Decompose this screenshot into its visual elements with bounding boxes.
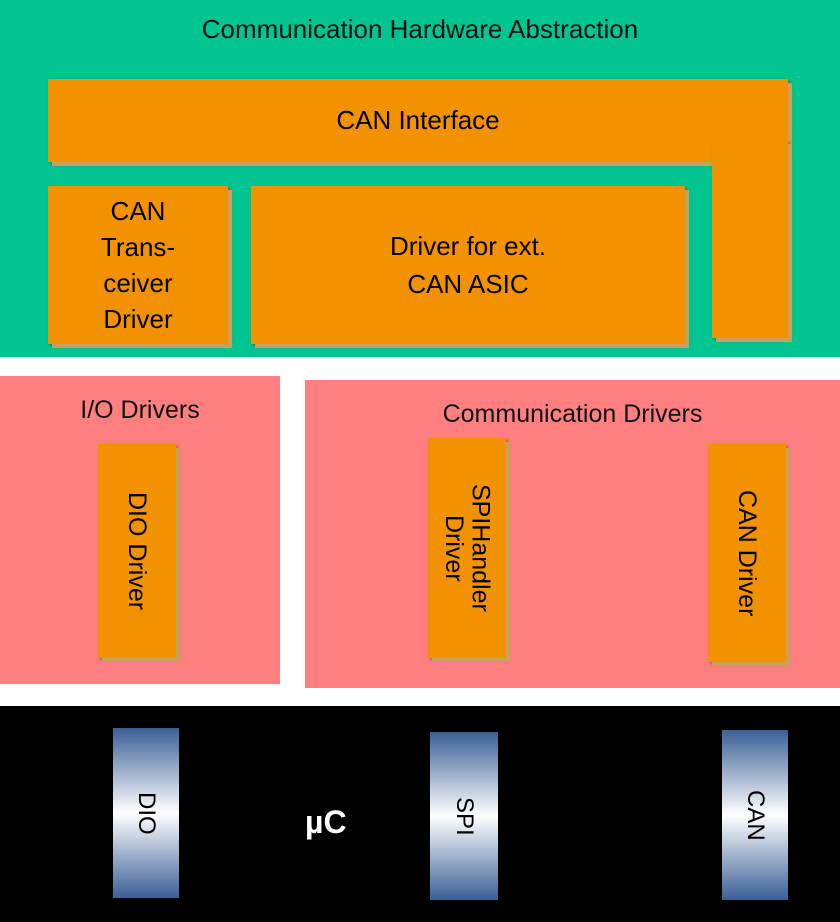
io-drivers-group: I/O Drivers DIO Driver xyxy=(0,376,280,684)
asic-line-2: CAN ASIC xyxy=(407,269,529,299)
can-interface-label: CAN Interface xyxy=(336,105,500,135)
io-drivers-title: I/O Drivers xyxy=(80,396,200,424)
microcontroller-layer: DIO µC SPI CAN xyxy=(0,706,840,922)
asic-line-1: Driver for ext. xyxy=(389,231,547,261)
can-transceiver-driver: CAN Trans- ceiver Driver xyxy=(48,186,228,344)
dio-driver-label: DIO Driver xyxy=(123,491,152,611)
can-driver: CAN Driver xyxy=(708,444,786,662)
hardware-abstraction-title: Communication Hardware Abstraction xyxy=(201,14,639,44)
transceiver-line-3: ceiver xyxy=(103,268,173,298)
spi-peripheral: SPI xyxy=(430,732,498,900)
can-peripheral: CAN xyxy=(722,730,788,900)
can-interface-leg xyxy=(712,140,788,338)
dio-driver: DIO Driver xyxy=(98,444,176,658)
spi-handler-driver: SPIHandler Driver xyxy=(428,438,506,658)
microcontroller-label: µC xyxy=(305,804,347,840)
spi-peripheral-label: SPI xyxy=(451,796,478,836)
ext-can-asic-driver: Driver for ext. CAN ASIC xyxy=(251,186,685,344)
communication-drivers-title: Communication Drivers xyxy=(442,400,703,428)
communication-drivers-group: Communication Drivers SPIHandler Driver … xyxy=(305,380,840,688)
can-peripheral-label: CAN xyxy=(742,789,769,841)
spi-handler-line-1: SPIHandler xyxy=(466,484,495,612)
dio-peripheral-label: DIO xyxy=(133,791,160,835)
spi-handler-driver-label: SPIHandler Driver xyxy=(440,484,495,612)
spi-handler-line-2: Driver xyxy=(440,514,468,582)
transceiver-line-4: Driver xyxy=(103,304,173,334)
dio-peripheral: DIO xyxy=(113,728,179,898)
can-interface-bar: CAN Interface xyxy=(48,79,788,162)
can-driver-label: CAN Driver xyxy=(733,489,762,617)
transceiver-line-1: CAN xyxy=(110,196,166,226)
transceiver-line-2: Trans- xyxy=(100,232,176,262)
hardware-abstraction-layer: Communication Hardware Abstraction CAN I… xyxy=(0,0,840,357)
can-interface-join xyxy=(712,150,788,170)
